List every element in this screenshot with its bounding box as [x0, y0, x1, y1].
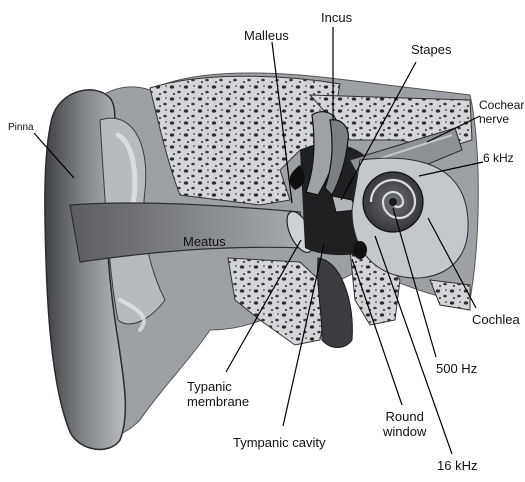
label-meatus: Meatus — [183, 234, 226, 249]
label-500hz: 500 Hz — [436, 361, 477, 376]
label-pinna: Pinna — [8, 122, 34, 134]
label-typanic-membrane: Typanic membrane — [187, 379, 249, 409]
label-cochlea: Cochlea — [472, 312, 520, 327]
label-16khz: 16 kHz — [437, 458, 477, 473]
label-stapes: Stapes — [411, 42, 451, 57]
label-round-window: Round window — [383, 409, 426, 439]
label-cochlear-nerve: Cochear nerve — [479, 98, 524, 126]
label-malleus: Malleus — [244, 28, 289, 43]
label-6khz: 6 kHz — [483, 151, 514, 166]
label-tympanic-cavity: Tympanic cavity — [233, 435, 325, 450]
label-incus: Incus — [321, 10, 352, 25]
